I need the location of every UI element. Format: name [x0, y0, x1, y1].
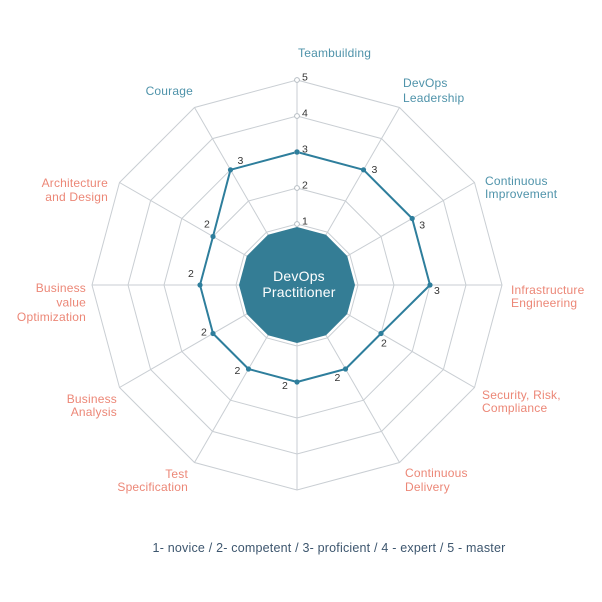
- data-point: [409, 215, 415, 222]
- data-value-label: 2: [188, 268, 194, 280]
- data-value-label: 3: [372, 164, 378, 176]
- data-value-label: 3: [238, 155, 244, 167]
- data-point: [378, 330, 384, 337]
- data-point: [294, 379, 300, 385]
- axis-tick-label: 1: [302, 216, 308, 228]
- data-point: [360, 167, 367, 173]
- center-badge: [239, 227, 355, 343]
- data-value-label: 2: [201, 327, 207, 339]
- axis-tick-marker: [294, 221, 300, 227]
- axis-tick-label: 4: [302, 108, 308, 120]
- axis-tick-marker: [294, 185, 300, 191]
- axis-label: Teambuilding: [298, 46, 371, 60]
- axis-label: Security, Risk,Compliance: [482, 388, 561, 415]
- data-point: [210, 330, 216, 337]
- data-value-label: 3: [434, 285, 440, 297]
- axis-tick-label: 2: [302, 180, 308, 192]
- data-value-label: 2: [234, 365, 240, 377]
- data-point: [427, 282, 433, 288]
- data-point: [342, 366, 349, 372]
- data-value-label: 2: [334, 372, 340, 384]
- data-value-label: 2: [381, 338, 387, 350]
- data-point: [294, 149, 300, 155]
- data-value-label: 2: [204, 219, 210, 231]
- data-point: [245, 366, 252, 372]
- axis-tick-label: 3: [302, 144, 308, 156]
- axis-tick-marker: [294, 113, 300, 119]
- axis-tick-label: 5: [302, 72, 308, 84]
- scale-legend: 1- novice / 2- competent / 3- proficient…: [152, 541, 506, 555]
- data-point: [197, 282, 203, 288]
- data-value-label: 3: [419, 220, 425, 232]
- axis-tick-marker: [294, 77, 300, 83]
- data-point: [227, 167, 234, 173]
- axis-label: Courage: [146, 84, 194, 98]
- data-value-label: 2: [282, 380, 288, 392]
- data-point: [210, 233, 216, 240]
